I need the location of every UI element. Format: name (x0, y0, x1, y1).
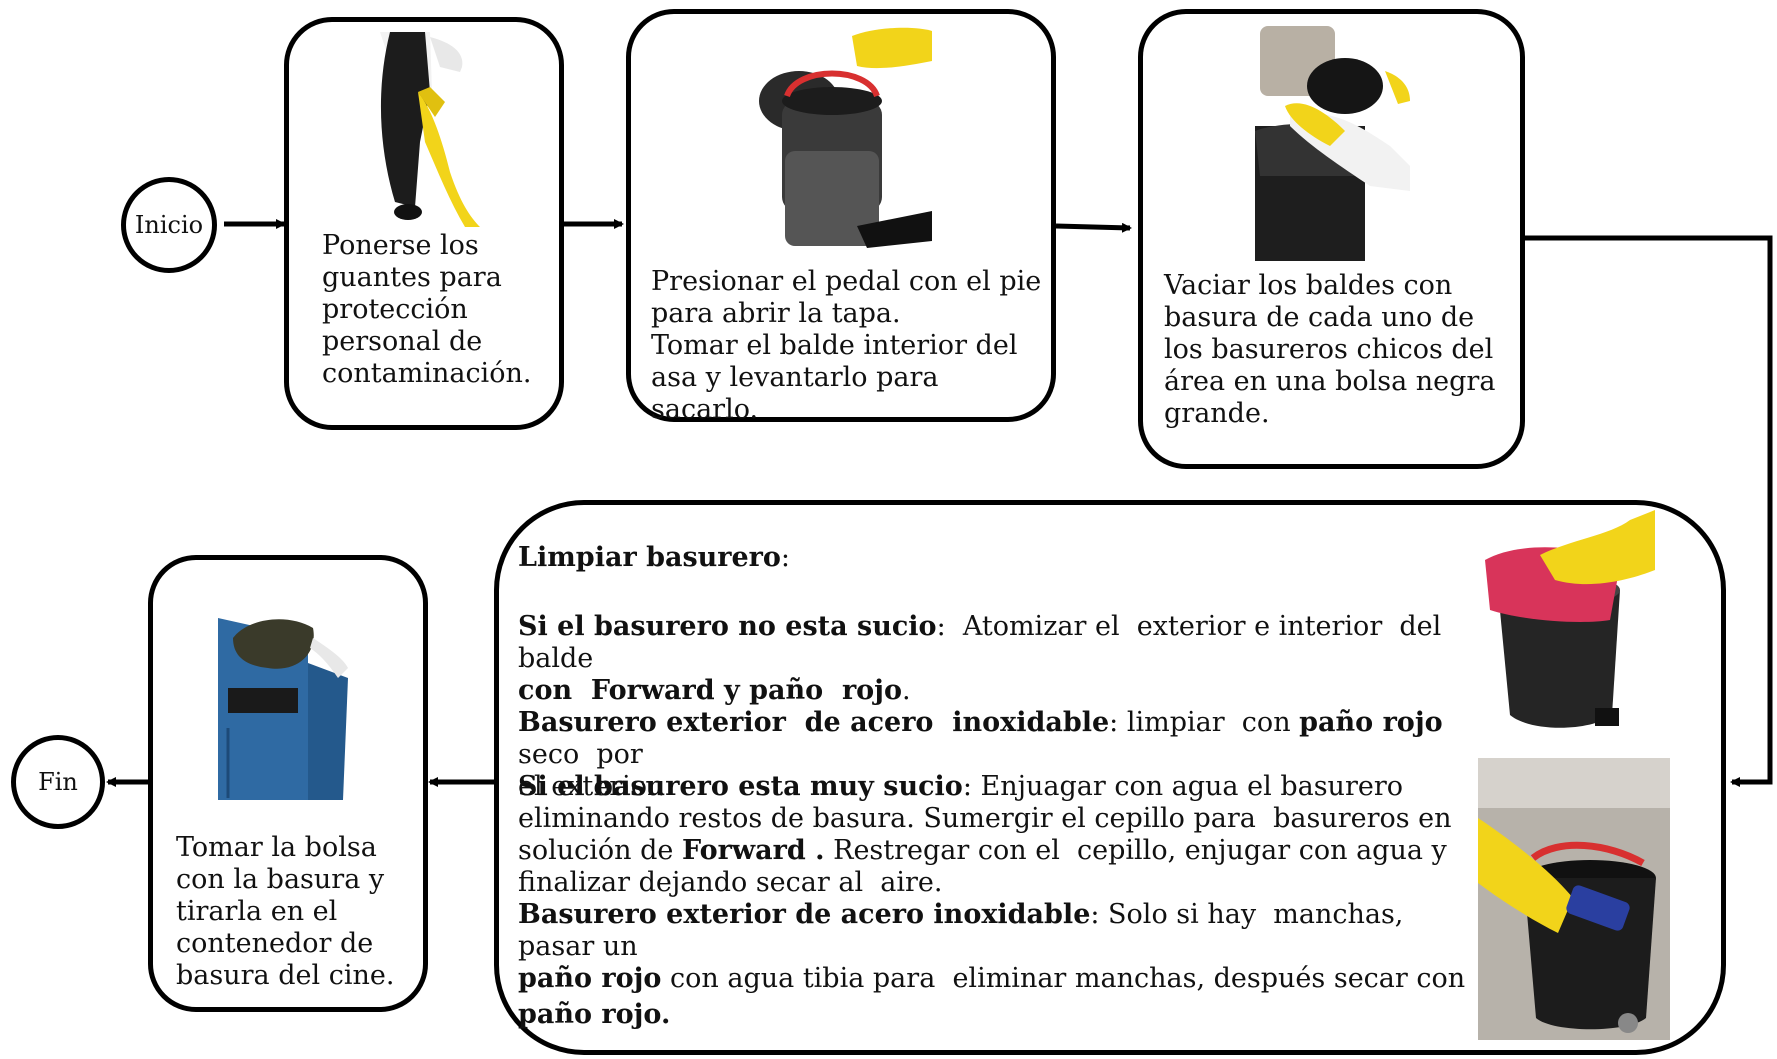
step-empty-text: Vaciar los baldes con basura de cada uno… (1164, 270, 1496, 429)
start-label: Inicio (134, 211, 204, 239)
clean-title-line: Limpiar basurero: (518, 542, 791, 573)
red-cloth-bin-photo (1485, 510, 1655, 728)
end-label: Fin (38, 768, 78, 796)
step-dispose-text: Tomar la bolsa con la basura y tirarla e… (176, 832, 395, 991)
clean-not-dirty-block: Si el basurero no esta sucio: Atomizar e… (518, 611, 1452, 802)
very-dirty-label: Si el basurero esta muy sucio (518, 771, 963, 802)
start-node: Inicio (121, 177, 217, 273)
step-pedal-text: Presionar el pedal con el pie para abrir… (651, 266, 1042, 425)
arrow-empty-to-clean (1521, 235, 1773, 787)
gloves-photo (380, 32, 480, 227)
steel1-label: Basurero exterior de acero inoxidable (518, 707, 1110, 738)
dumpster-photo (218, 618, 348, 800)
end-node: Fin (11, 735, 105, 829)
pedal-bin-photo (759, 27, 932, 248)
brush-sink-photo (1478, 758, 1670, 1040)
clean-very-dirty-block: Si el basurero esta muy sucio: Enjuagar … (518, 771, 1466, 1030)
empty-bin-photo (1255, 26, 1410, 261)
not-dirty-label: Si el basurero no esta sucio (518, 611, 937, 642)
arrow-pedal-to-empty (1055, 222, 1132, 233)
step-gloves-text: Ponerse los guantes para protección pers… (322, 230, 532, 389)
clean-title: Limpiar basurero (518, 542, 781, 573)
steel2-label: Basurero exterior de acero inoxidable (518, 899, 1091, 930)
